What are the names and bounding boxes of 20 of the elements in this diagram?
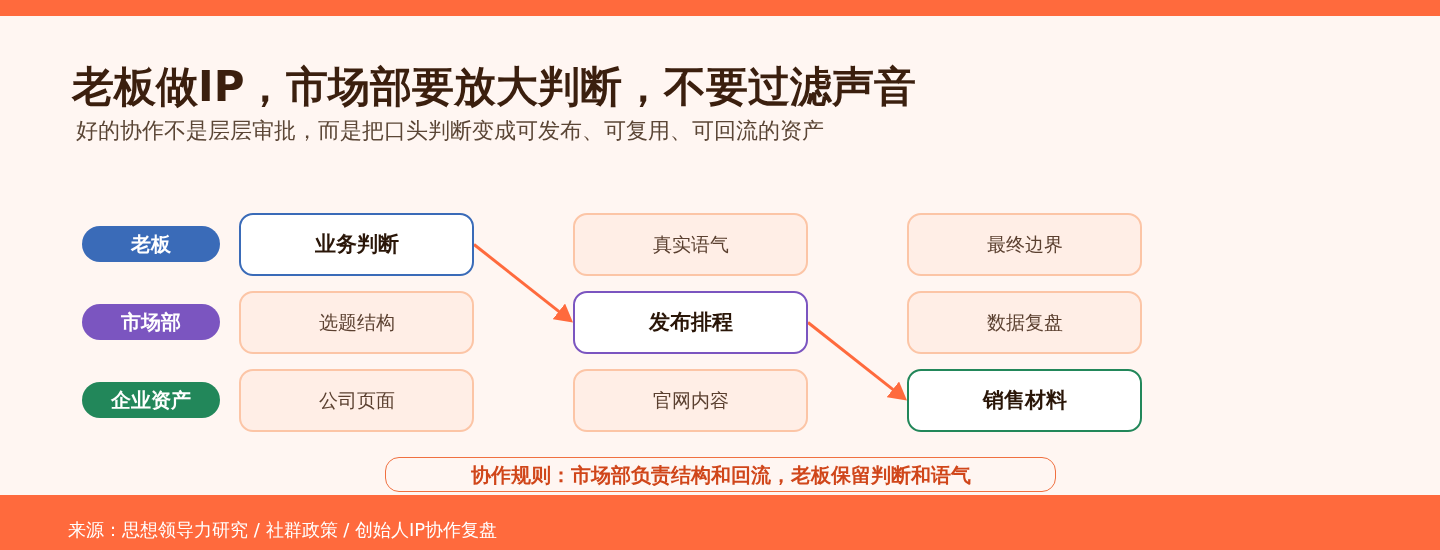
rule-box: 协作规则：市场部负责结构和回流，老板保留判断和语气	[385, 457, 1056, 492]
role-pill: 企业资产	[82, 382, 220, 418]
step-box: 公司页面	[239, 369, 474, 432]
source-note: 来源：思想领导力研究 / 社群政策 / 创始人IP协作复盘	[68, 519, 498, 541]
role-pill: 老板	[82, 226, 220, 262]
highlighted-step-box: 发布排程	[573, 291, 808, 354]
subtitle: 好的协作不是层层审批，而是把口头判断变成可发布、可复用、可回流的资产	[76, 118, 824, 145]
arrow	[473, 243, 573, 323]
step-box: 最终边界	[907, 213, 1142, 276]
step-box: 选题结构	[239, 291, 474, 354]
role-pill: 市场部	[82, 304, 220, 340]
arrow	[807, 321, 907, 401]
top-band	[0, 0, 1440, 16]
highlighted-step-box: 业务判断	[239, 213, 474, 276]
footer-band	[0, 495, 1440, 550]
highlighted-step-box: 销售材料	[907, 369, 1142, 432]
title: 老板做IP，市场部要放大判断，不要过滤声音	[72, 62, 917, 113]
step-box: 数据复盘	[907, 291, 1142, 354]
step-box: 真实语气	[573, 213, 808, 276]
step-box: 官网内容	[573, 369, 808, 432]
